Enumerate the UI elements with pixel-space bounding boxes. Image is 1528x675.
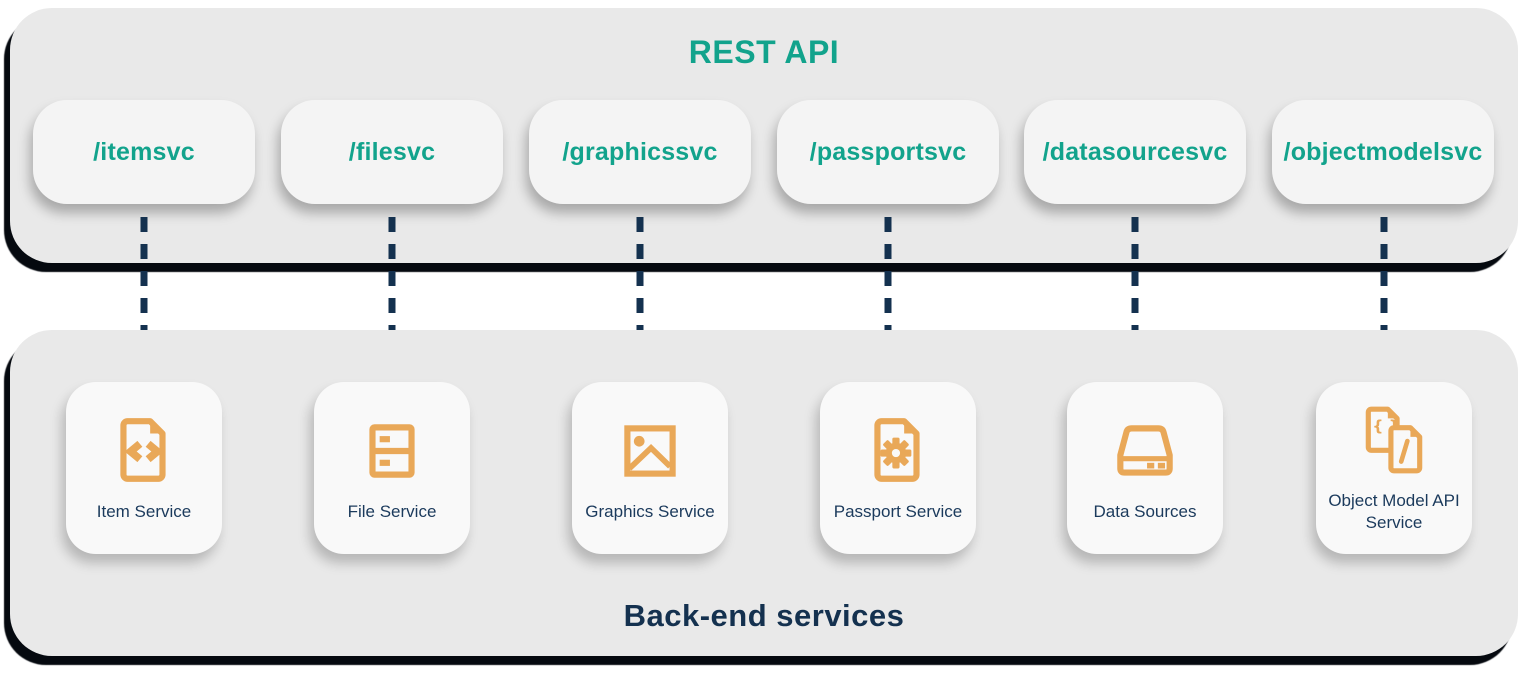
service-card-file: File Service	[314, 382, 470, 554]
rest-api-panel: REST API /itemsvc /filesvc /graphicssvc …	[10, 8, 1518, 263]
endpoint-label: /objectmodelsvc	[1283, 137, 1483, 166]
rest-api-title: REST API	[688, 34, 840, 70]
documents-code-icon: { }	[1365, 406, 1423, 474]
document-code-icon	[120, 417, 166, 482]
endpoint-label: /itemsvc	[93, 137, 195, 166]
service-card-datasources: Data Sources	[1067, 382, 1223, 554]
service-label: Item Service	[96, 501, 192, 521]
service-card-objectmodel: { } Object Model API Service	[1316, 382, 1472, 554]
service-card-item: Item Service	[66, 382, 222, 554]
image-icon	[624, 425, 676, 477]
service-label: Passport Service	[833, 501, 963, 521]
endpoint-graphicssvc: /graphicssvc	[529, 100, 751, 204]
endpoint-filesvc: /filesvc	[281, 100, 503, 204]
service-label: Object Model API Service	[1328, 491, 1460, 532]
service-card-graphics: Graphics Service	[572, 382, 728, 554]
endpoint-label: /datasourcesvc	[1042, 137, 1228, 166]
endpoint-itemsvc: /itemsvc	[33, 100, 255, 204]
service-label: Graphics Service	[585, 501, 715, 521]
endpoint-label: /passportsvc	[809, 137, 967, 166]
endpoint-label: /graphicssvc	[562, 137, 718, 166]
document-gear-icon	[874, 417, 920, 482]
service-card-passport: Passport Service	[820, 382, 976, 554]
endpoint-passportsvc: /passportsvc	[777, 100, 999, 204]
service-label: Data Sources	[1093, 501, 1197, 521]
drive-icon	[1117, 425, 1173, 476]
server-icon	[369, 424, 415, 478]
backend-panel: Item Service File Service Graphics Servi…	[10, 330, 1518, 656]
backend-title: Back-end services	[623, 598, 905, 633]
endpoint-objectmodelsvc: /objectmodelsvc	[1272, 100, 1494, 204]
endpoint-datasourcesvc: /datasourcesvc	[1024, 100, 1246, 204]
service-label: File Service	[347, 501, 437, 521]
endpoint-label: /filesvc	[348, 137, 436, 166]
